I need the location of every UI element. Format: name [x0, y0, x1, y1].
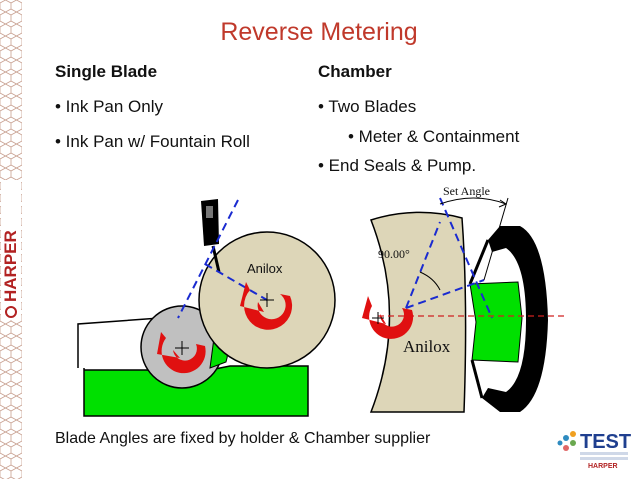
single-blade-bullet-2: • Ink Pan w/ Fountain Roll: [55, 132, 250, 151]
single-blade-heading: Single Blade: [55, 62, 158, 81]
blade-angle-guide-1: [177, 199, 239, 319]
ink-pan-outline: [77, 317, 161, 368]
test-logo-text: TEST: [580, 431, 631, 453]
blade-angle-guide-2: [204, 263, 268, 301]
doctor-blade: [201, 199, 221, 273]
test-logo-harper: HARPER: [588, 463, 618, 470]
single-blade-bullet-1: • Ink Pan Only: [55, 97, 164, 116]
chamber-blade-top: [468, 239, 490, 285]
footer-caption: Blade Angles are fixed by holder & Chamb…: [55, 430, 431, 447]
right-anilox-roll: [369, 211, 467, 413]
chamber-angle-guide-2: [405, 279, 485, 309]
chamber-ink: [469, 281, 523, 363]
ninety-degree-label: 90.00°: [378, 247, 410, 261]
slide-title: Reverse Metering: [220, 18, 418, 46]
chamber-heading: Chamber: [318, 62, 392, 81]
set-angle-label: Set Angle: [443, 184, 490, 198]
left-anilox-rotation-arrow: [240, 282, 293, 330]
single-blade-diagram: Anilox: [77, 199, 336, 417]
ink-pan-ink: [83, 365, 309, 417]
chamber-diagram: Anilox 90.00° Set Angle: [362, 184, 568, 413]
chamber-angle-guide-1: [405, 221, 441, 309]
test-logo: TEST HARPER: [557, 431, 631, 470]
svg-text:HARPER: HARPER: [1, 230, 20, 302]
chamber-blade-bottom: [470, 359, 484, 399]
chamber-bullet-1: • Two Blades: [318, 97, 417, 116]
chamber-bullet-2: • Meter & Containment: [348, 127, 520, 146]
left-anilox-label: Anilox: [247, 261, 283, 276]
chamber-angle-guide-3: [439, 197, 493, 319]
harper-logo: HARPER: [1, 180, 21, 320]
test-logo-mark: [557, 431, 576, 451]
set-angle-guide: [483, 197, 509, 281]
right-anilox-rotation-arrow: [362, 296, 414, 339]
fountain-roll-rotation-arrow: [157, 332, 206, 374]
chamber-body: [482, 226, 548, 412]
right-anilox-label: Anilox: [403, 337, 451, 356]
set-angle-arc: [439, 197, 507, 205]
chamber-bullet-3: • End Seals & Pump.: [318, 156, 477, 175]
ninety-angle-arc: [419, 271, 441, 291]
